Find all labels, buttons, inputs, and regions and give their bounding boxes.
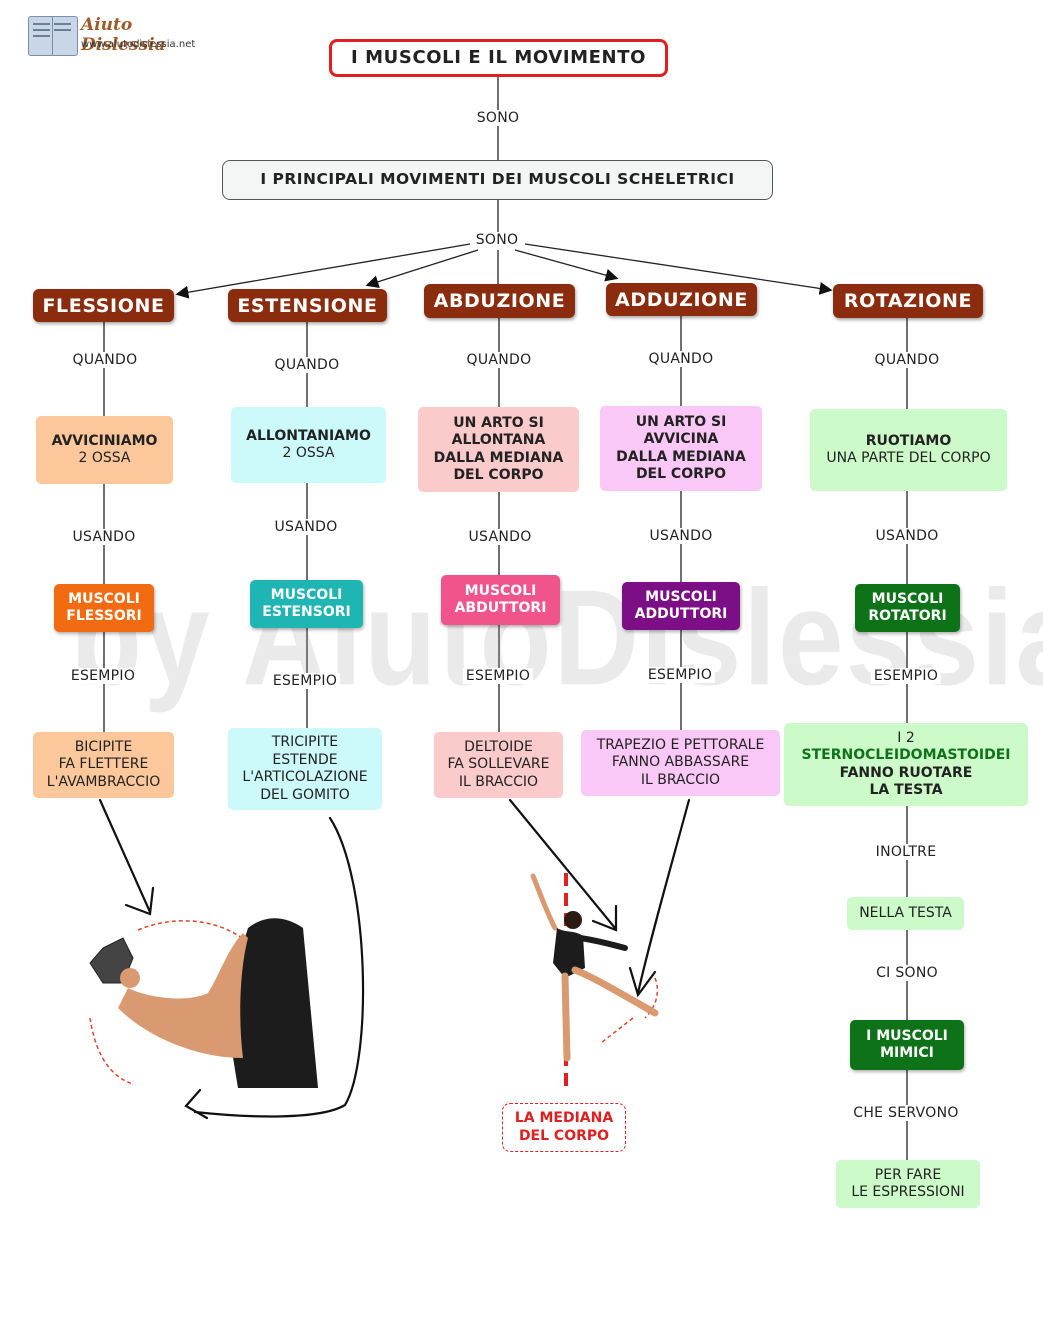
- link-che-servono: CHE SERVONO: [850, 1105, 962, 1121]
- head-node: NELLA TESTA: [847, 897, 964, 930]
- category-rotazione: ROTAZIONE: [833, 284, 983, 318]
- link-usando-2: USANDO: [271, 519, 341, 535]
- book-icon: [28, 16, 78, 56]
- link-quando-1: QUANDO: [69, 352, 141, 368]
- link-quando-2: QUANDO: [271, 357, 343, 373]
- category-adduzione: ADDUZIONE: [606, 283, 757, 316]
- link-quando-4: QUANDO: [645, 351, 717, 367]
- link-esempio-2: ESEMPIO: [269, 673, 341, 689]
- link-usando-5: USANDO: [872, 528, 942, 544]
- category-estensione: ESTENSIONE: [228, 289, 387, 322]
- logo-name: Aiuto Dislessia: [81, 15, 166, 55]
- link-sono-1: SONO: [473, 110, 523, 126]
- link-esempio-5: ESEMPIO: [870, 668, 942, 684]
- link-quando-3: QUANDO: [463, 352, 535, 368]
- category-abduzione: ABDUZIONE: [424, 284, 575, 318]
- link-ci-sono: CI SONO: [873, 965, 941, 981]
- logo-url: www.aiutodislessia.net: [81, 39, 196, 50]
- logo[interactable]: Aiuto Dislessia www.aiutodislessia.net: [28, 15, 213, 57]
- link-esempio-3: ESEMPIO: [462, 668, 534, 684]
- dancer-abduction-image: [530, 873, 659, 1062]
- category-flessione: FLESSIONE: [33, 289, 174, 322]
- link-usando-1: USANDO: [69, 529, 139, 545]
- map-title: I MUSCOLI E IL MOVIMENTO: [329, 39, 668, 77]
- subtitle-node: I PRINCIPALI MOVIMENTI DEI MUSCOLI SCHEL…: [222, 160, 773, 200]
- arm-flexion-image: [89, 918, 318, 1088]
- link-usando-3: USANDO: [465, 529, 535, 545]
- link-quando-5: QUANDO: [871, 352, 943, 368]
- example-sternocleidomastoidei: I 2 STERNOCLEIDOMASTOIDEI FANNO RUOTARE …: [784, 723, 1028, 806]
- link-inoltre: INOLTRE: [872, 844, 940, 860]
- link-sono-2: SONO: [472, 232, 522, 248]
- link-usando-4: USANDO: [646, 528, 716, 544]
- link-esempio-1: ESEMPIO: [67, 668, 139, 684]
- link-esempio-4: ESEMPIO: [644, 667, 716, 683]
